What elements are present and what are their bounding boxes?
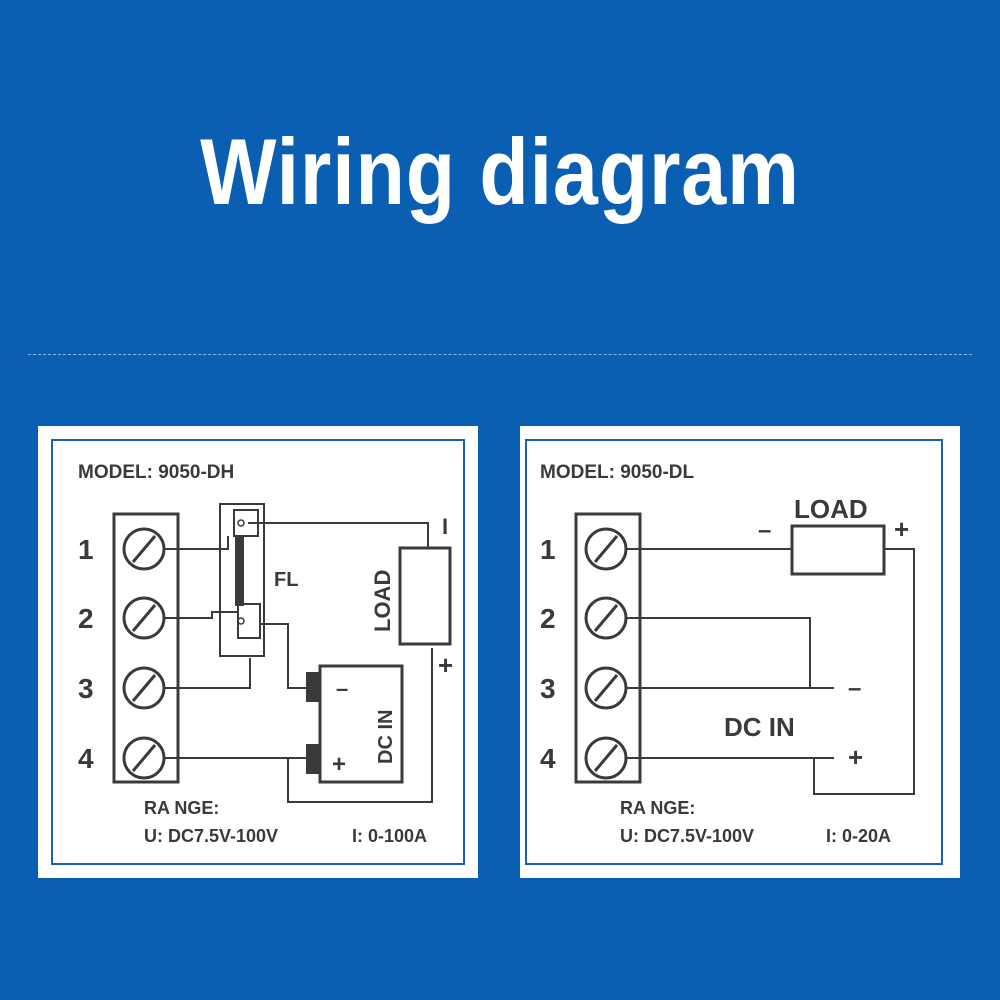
voltage-range: U: DC7.5V-100V bbox=[620, 826, 754, 846]
shunt bbox=[219, 503, 265, 657]
dcin-minus-label: – bbox=[336, 676, 348, 701]
load-label: LOAD bbox=[794, 494, 868, 524]
wires bbox=[164, 522, 433, 803]
terminal-number-3: 3 bbox=[540, 673, 556, 704]
card-border bbox=[525, 439, 943, 865]
dcin-minus-label: – bbox=[848, 675, 861, 702]
dcin-plus-label: + bbox=[332, 751, 346, 778]
diagram-card-9050-dl: MODEL: 9050-DL 1 2 3 4 LOA bbox=[520, 426, 960, 878]
page-title: Wiring diagram bbox=[200, 119, 800, 224]
dcin-minus-terminal bbox=[306, 672, 320, 702]
diagram-card-9050-dh: MODEL: 9050-DH 1 2 3 4 bbox=[38, 426, 478, 878]
load-minus-label: I bbox=[442, 514, 448, 539]
load-plus-label: + bbox=[894, 514, 909, 544]
load-label: LOAD bbox=[370, 570, 395, 632]
terminal-number-4: 4 bbox=[540, 743, 556, 774]
range-heading: RA NGE: bbox=[144, 798, 219, 818]
load-resistor bbox=[398, 546, 452, 646]
terminal-number-3: 3 bbox=[78, 673, 94, 704]
wires bbox=[626, 548, 915, 795]
wiring-diagram-9050-dh: MODEL: 9050-DH 1 2 3 4 bbox=[51, 439, 465, 865]
terminal-number-1: 1 bbox=[78, 534, 94, 565]
terminal-number-1: 1 bbox=[540, 534, 556, 565]
card-border bbox=[51, 439, 465, 865]
dcin-label: DC IN bbox=[724, 712, 795, 742]
dcin-plus-label: + bbox=[848, 742, 863, 772]
terminal-number-2: 2 bbox=[78, 603, 94, 634]
voltage-range: U: DC7.5V-100V bbox=[144, 826, 278, 846]
terminal-number-4: 4 bbox=[78, 743, 94, 774]
wiring-diagram-9050-dl: MODEL: 9050-DL 1 2 3 4 LOA bbox=[525, 439, 943, 865]
terminal-number-2: 2 bbox=[540, 603, 556, 634]
current-range: I: 0-100A bbox=[352, 826, 427, 846]
model-label: MODEL: 9050-DL bbox=[540, 462, 695, 483]
current-range: I: 0-20A bbox=[826, 826, 891, 846]
dcin-module bbox=[318, 664, 404, 784]
load-minus-label: – bbox=[758, 517, 771, 544]
divider bbox=[28, 354, 972, 355]
load-plus-label: + bbox=[438, 650, 453, 680]
dcin-label: DC IN bbox=[375, 710, 397, 764]
dcin-plus-terminal bbox=[306, 744, 320, 774]
model-label: MODEL: 9050-DH bbox=[78, 462, 234, 483]
range-heading: RA NGE: bbox=[620, 798, 695, 818]
load-resistor bbox=[790, 524, 886, 576]
shunt-label: FL bbox=[274, 569, 298, 591]
